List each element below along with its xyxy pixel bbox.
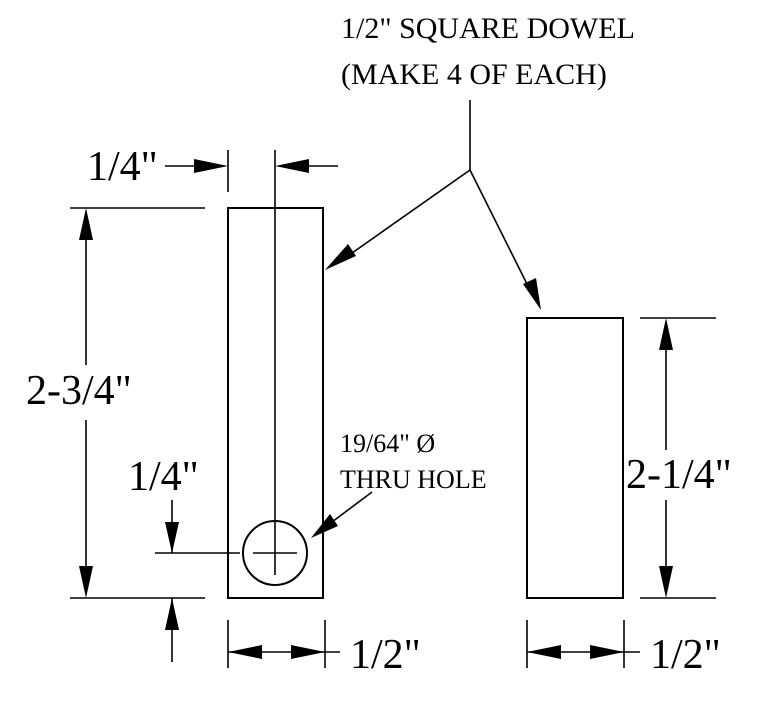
dimension-hole-offset-bottom	[165, 500, 179, 662]
note-line-1: 1/2" SQUARE DOWEL	[341, 12, 635, 45]
note-leader	[325, 100, 541, 310]
dim-label-long-width: 1/2"	[350, 632, 421, 678]
dim-label-short-width: 1/2"	[650, 632, 721, 678]
dimension-hole-offset-side	[165, 150, 338, 192]
short-dowel-outline	[526, 317, 624, 599]
hole-note-line-1: 19/64" Ø	[340, 429, 435, 458]
dim-label-long-height: 2-3/4"	[26, 368, 132, 414]
dimension-short-width	[526, 620, 640, 668]
dimension-long-width	[227, 620, 340, 668]
note-line-2: (MAKE 4 OF EACH)	[341, 58, 607, 91]
hole-note-leader	[311, 491, 373, 538]
hole-note-line-2: THRU HOLE	[340, 465, 487, 494]
dim-label-hole-offset-side: 1/4"	[87, 144, 158, 190]
dim-label-short-height: 2-1/4"	[626, 452, 732, 498]
dimension-long-height	[70, 207, 205, 599]
dimension-short-height	[640, 317, 716, 599]
dim-label-hole-offset-bottom: 1/4"	[128, 454, 199, 500]
